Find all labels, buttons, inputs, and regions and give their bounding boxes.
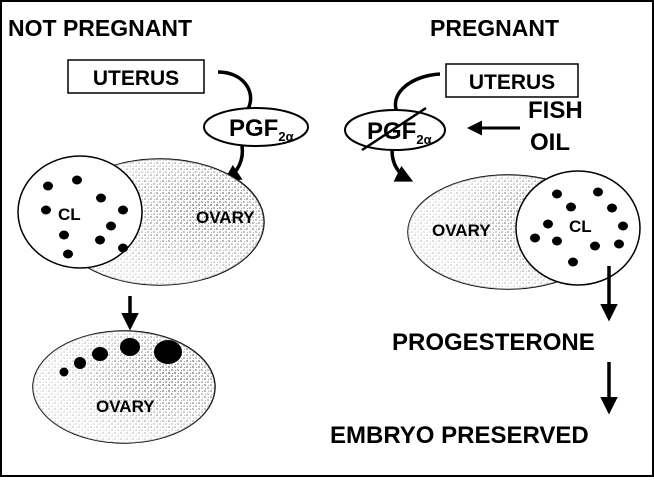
fish-oil-line1: FISH bbox=[528, 97, 583, 124]
pgf-to-ovary-arrow-right bbox=[392, 150, 410, 180]
cl-label-left: CL bbox=[58, 205, 81, 224]
ovary-label-right: OVARY bbox=[432, 221, 491, 240]
embryo-preserved-label: EMBRYO PRESERVED bbox=[330, 422, 589, 449]
heading-pregnant: PREGNANT bbox=[430, 15, 559, 41]
cl-label-right: CL bbox=[569, 217, 592, 236]
pgf-sub-left: 2α bbox=[278, 129, 293, 144]
ovary-label-left: OVARY bbox=[196, 208, 255, 227]
pgf-main-left: PGF bbox=[229, 115, 278, 142]
uterus-to-pgf-line-left bbox=[218, 72, 251, 112]
ovary-bottom-label: OVARY bbox=[96, 397, 155, 416]
pgf-sub-right: 2α bbox=[416, 132, 431, 147]
uterus-label-left: UTERUS bbox=[93, 67, 179, 90]
progesterone-label: PROGESTERONE bbox=[392, 329, 595, 356]
heading-not-pregnant: NOT PREGNANT bbox=[8, 15, 192, 41]
fish-oil-line2: OIL bbox=[530, 129, 570, 156]
uterus-label-right: UTERUS bbox=[469, 71, 555, 94]
uterus-to-pgf-line-right bbox=[395, 74, 440, 114]
